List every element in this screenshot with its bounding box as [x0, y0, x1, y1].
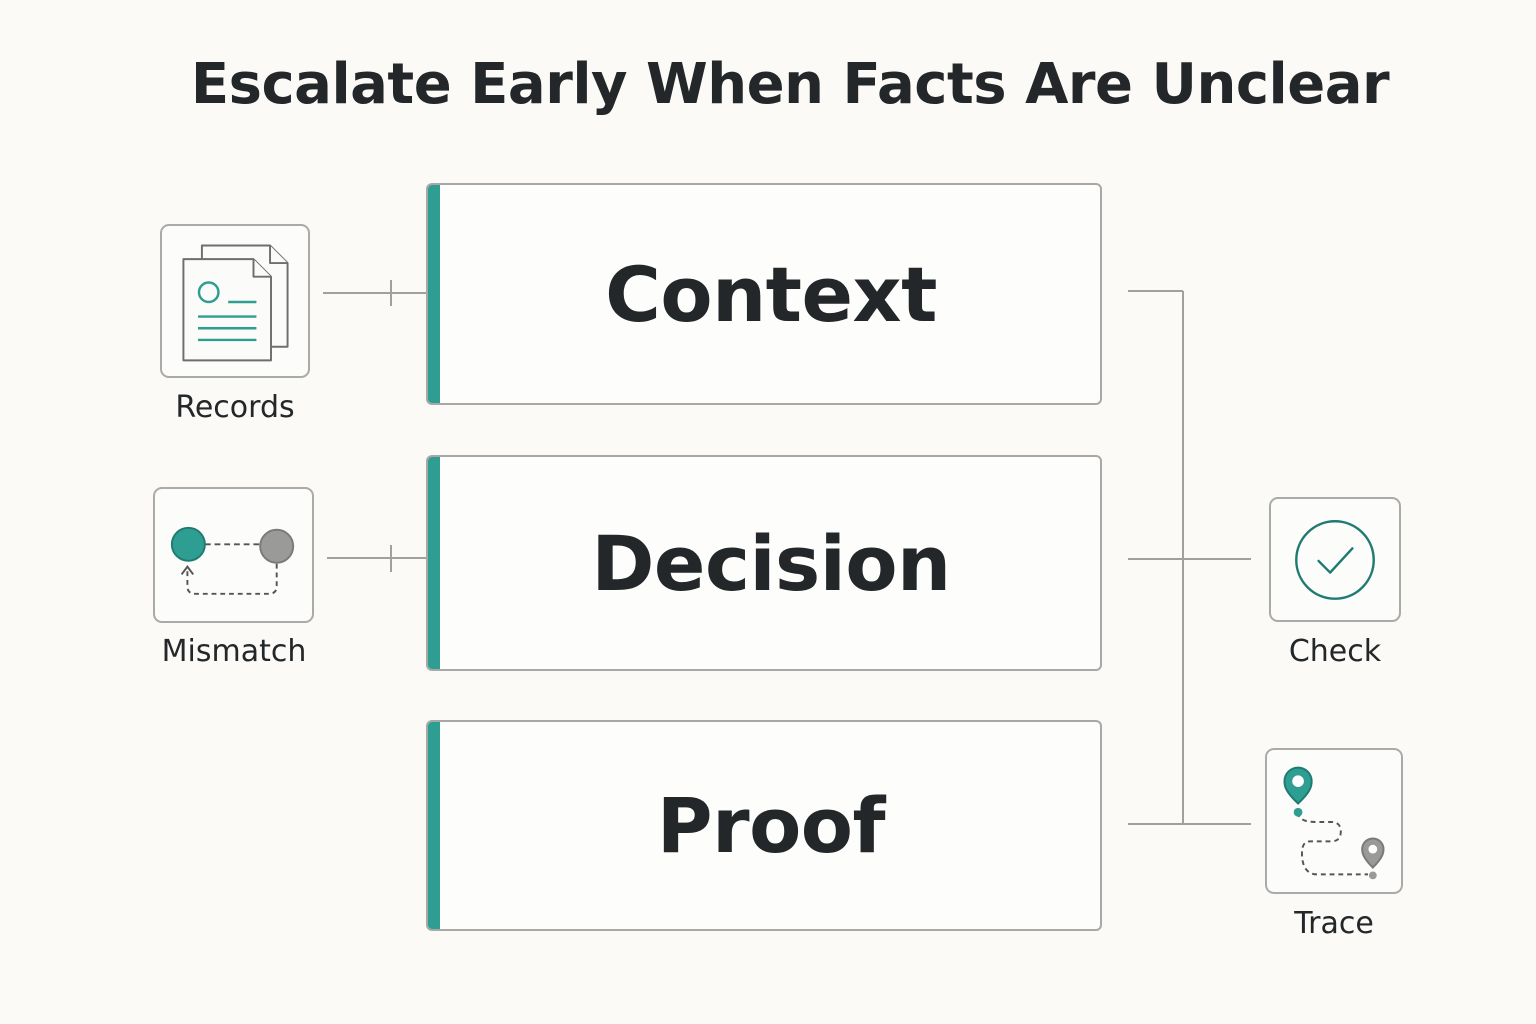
- mismatch-caption: Mismatch: [161, 634, 307, 669]
- stage-proof-box: Proof: [426, 720, 1102, 931]
- stage-decision-box: Decision: [426, 455, 1102, 671]
- stage-label: Context: [605, 249, 937, 339]
- check-caption: Check: [1288, 634, 1382, 669]
- trace-caption: Trace: [1294, 906, 1374, 941]
- trace-tile: [1265, 748, 1403, 894]
- mismatch-icon: [170, 526, 295, 595]
- mismatch-tile: [153, 487, 314, 623]
- diagram-title: Escalate Early When Facts Are Unclear: [190, 52, 1390, 117]
- check-tile: [1269, 497, 1401, 622]
- documents-icon: [182, 244, 289, 362]
- route-trace-icon: [1283, 766, 1385, 880]
- check-circle-icon: [1295, 520, 1375, 600]
- accent-bar: [428, 722, 440, 929]
- accent-bar: [428, 185, 440, 403]
- accent-bar: [428, 457, 440, 669]
- stage-label: Proof: [656, 781, 886, 870]
- records-caption: Records: [175, 390, 295, 425]
- stage-label: Decision: [591, 518, 951, 608]
- stage-context-box: Context: [426, 183, 1102, 405]
- records-tile: [160, 224, 310, 378]
